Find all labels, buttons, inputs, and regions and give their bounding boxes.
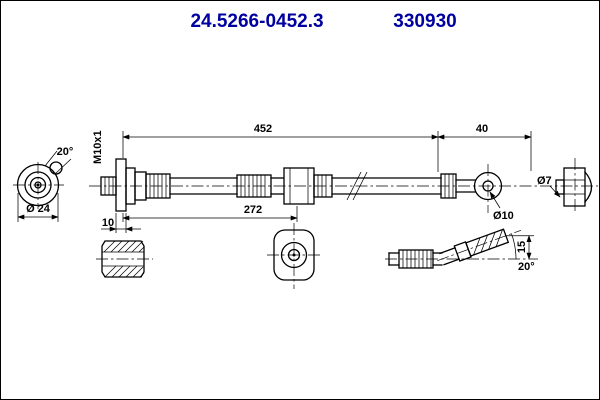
dim-hex-length: 10 bbox=[102, 217, 114, 229]
end-fitting-front-view: 20° Ø 24 bbox=[16, 146, 74, 222]
dia-pin-label: Ø7 bbox=[537, 175, 552, 187]
thread-size-label: M10x1 bbox=[92, 130, 104, 164]
hose-main-view: Ø10 bbox=[100, 158, 514, 222]
dim-intermediate-length: 272 bbox=[244, 204, 262, 216]
dia-eye-bore-label: Ø10 bbox=[493, 210, 514, 222]
part-number: 24.5266-0452.3 bbox=[190, 11, 323, 32]
eye-side-view: Ø7 bbox=[537, 167, 593, 207]
reference-number: 330930 bbox=[393, 11, 456, 32]
dim-end-section: 40 bbox=[476, 123, 488, 135]
header: 24.5266-0452.3 330930 bbox=[190, 11, 456, 32]
bottom-dimensions: 272 10 bbox=[101, 204, 298, 233]
fitting-cross-section-detail bbox=[101, 240, 145, 278]
dim-end-offset: 15 bbox=[516, 241, 528, 253]
angle-end-fitting: 20° bbox=[518, 261, 535, 273]
centerlines bbox=[13, 158, 598, 289]
angle-front-view: 20° bbox=[57, 146, 74, 158]
top-dimensions: 452 40 bbox=[122, 123, 532, 172]
dim-overall-length: 452 bbox=[254, 123, 272, 135]
dia-flange-label: Ø 24 bbox=[26, 203, 51, 215]
right-end-fitting-detail: 20° 15 bbox=[388, 228, 535, 273]
